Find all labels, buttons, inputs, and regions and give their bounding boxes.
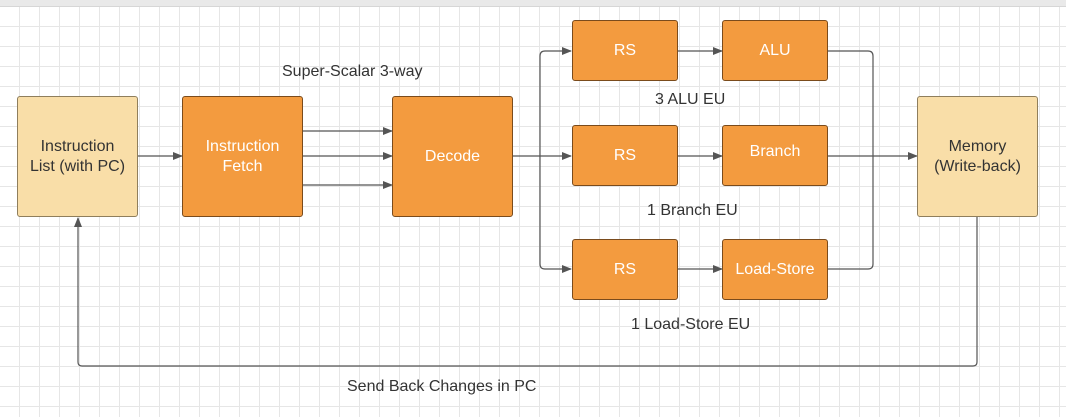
arrow-send-back-pc <box>74 217 978 367</box>
rs-branch-box[interactable]: RS <box>572 125 678 186</box>
rs-load-store-box[interactable]: RS <box>572 239 678 300</box>
alu-eu-label: 3 ALU EU <box>655 91 726 108</box>
toolbar-strip <box>0 0 1066 7</box>
branch-box[interactable]: Branch <box>722 125 828 186</box>
load-store-box[interactable]: Load-Store <box>722 239 828 300</box>
instruction-fetch-box[interactable]: Instruction Fetch <box>182 96 303 217</box>
load-store-eu-label: 1 Load-Store EU <box>631 316 751 333</box>
wire-load-store-to-memory <box>828 156 874 270</box>
memory-box[interactable]: Memory (Write-back) <box>917 96 1038 217</box>
instruction-fetch-label: Instruction Fetch <box>205 137 280 175</box>
alu-label: ALU <box>759 41 791 59</box>
memory-label: Memory (Write-back) <box>934 137 1021 175</box>
instruction-list-box[interactable]: Instruction List (with PC) <box>17 96 138 217</box>
superscalar-label: Super-Scalar 3-way <box>282 63 423 80</box>
decode-box[interactable]: Decode <box>392 96 513 217</box>
decode-label: Decode <box>424 147 481 165</box>
load-store-label: Load-Store <box>735 260 815 278</box>
rs-branch-label: RS <box>613 146 637 164</box>
alu-box[interactable]: ALU <box>722 20 828 81</box>
rs-alu-label: RS <box>613 41 637 59</box>
instruction-list-label: Instruction List (with PC) <box>29 137 126 175</box>
rs-load-store-label: RS <box>613 260 637 278</box>
branch-eu-label: 1 Branch EU <box>647 202 738 219</box>
branch-label: Branch <box>749 143 801 160</box>
arrow-decode-to-rs-alu <box>539 47 572 156</box>
rs-alu-box[interactable]: RS <box>572 20 678 81</box>
send-back-label: Send Back Changes in PC <box>347 378 537 395</box>
arrow-decode-to-rs-load-store <box>539 156 572 273</box>
wire-alu-to-memory <box>828 50 874 156</box>
